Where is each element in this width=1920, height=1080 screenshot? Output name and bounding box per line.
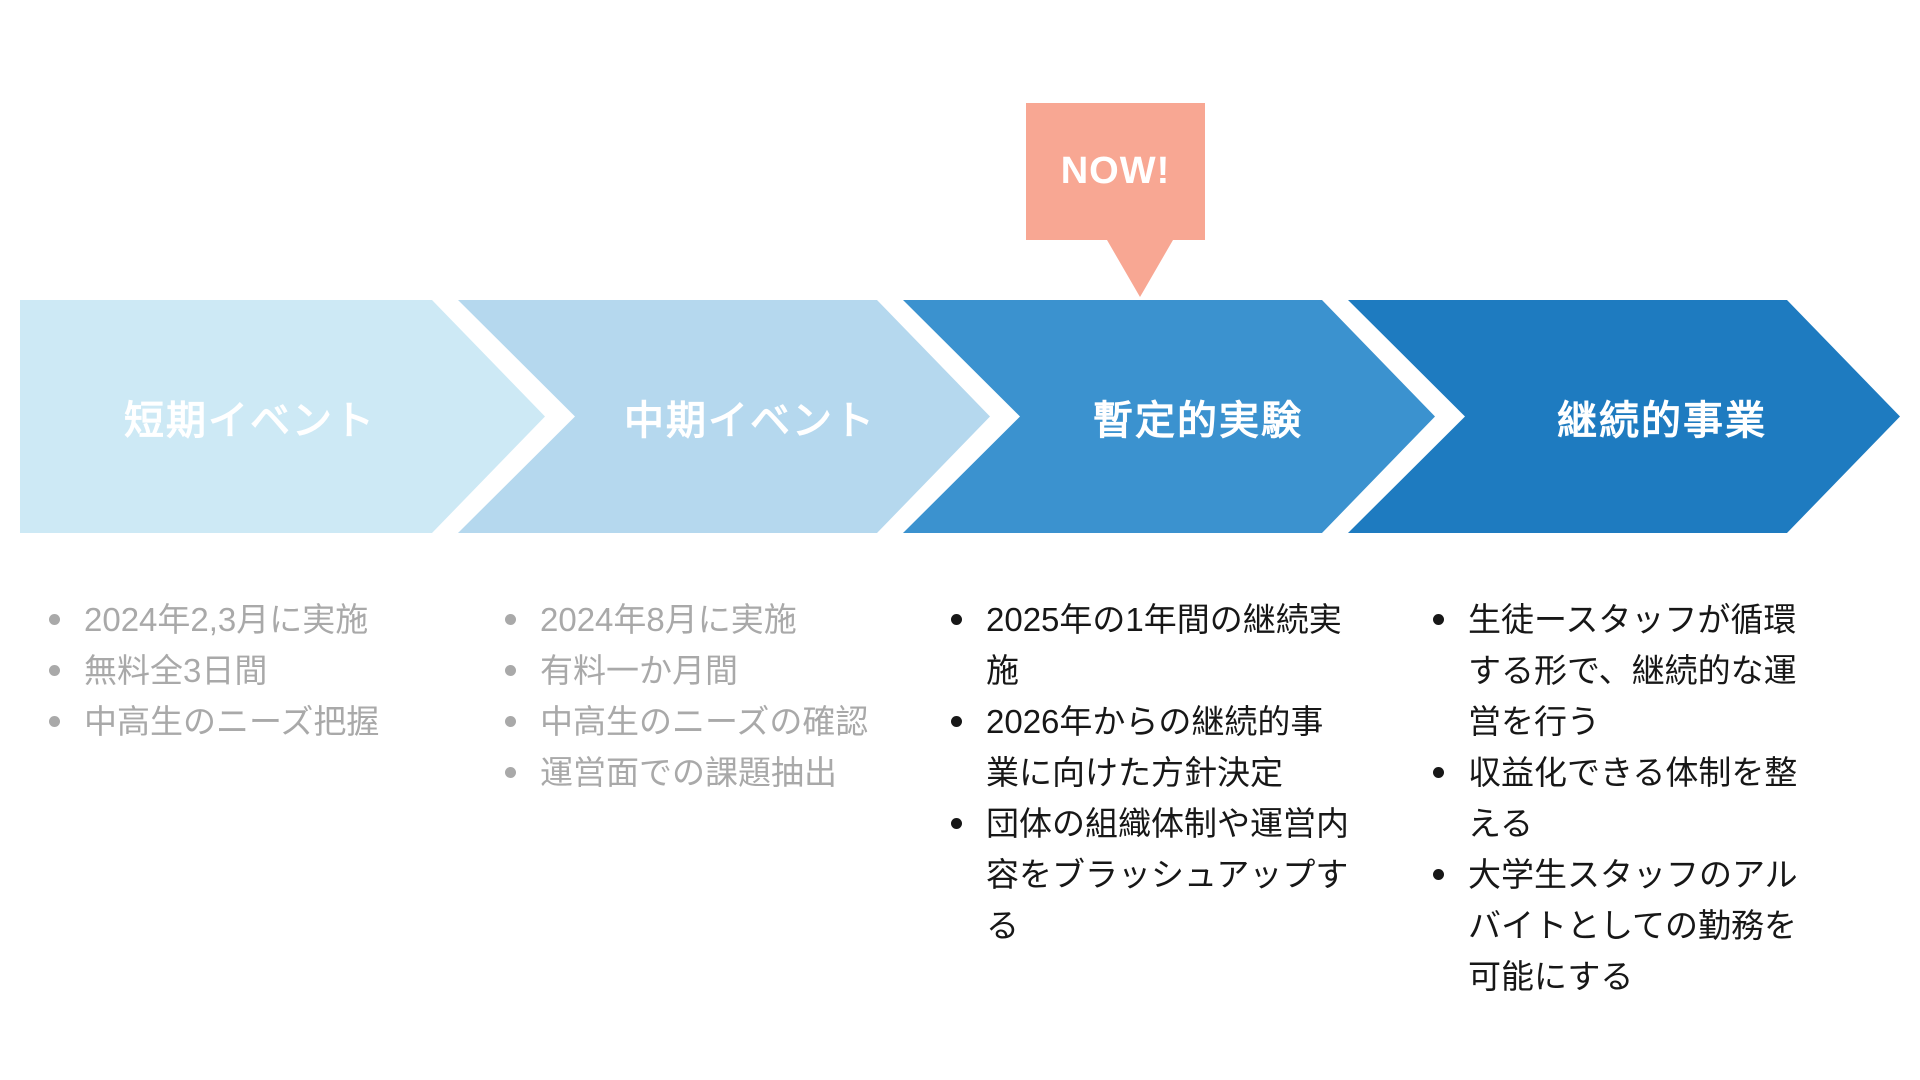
list-item: 中高生のニーズの確認 bbox=[502, 696, 878, 747]
list-item: 2024年2,3月に実施 bbox=[46, 594, 386, 645]
list-item: 有料一か月間 bbox=[502, 645, 878, 696]
list-item: 収益化できる体制を整える bbox=[1430, 747, 1806, 849]
list-item: 生徒ースタッフが循環する形で、継続的な運営を行う bbox=[1430, 594, 1806, 747]
list-item: 中高生のニーズ把握 bbox=[46, 696, 386, 747]
stage-4-bullet-list: 生徒ースタッフが循環する形で、継続的な運営を行う 収益化できる体制を整える 大学… bbox=[1430, 594, 1806, 1002]
list-item: 団体の組織体制や運営内容をブラッシュアップする bbox=[948, 798, 1352, 951]
stage-1-label: 短期イベント bbox=[124, 399, 376, 443]
list-item: 2026年からの継続的事業に向けた方針決定 bbox=[948, 696, 1352, 798]
stage-2-chevron bbox=[458, 300, 990, 533]
stage-1-chevron bbox=[20, 300, 545, 533]
list-item: 2024年8月に実施 bbox=[502, 594, 878, 645]
stage-4-chevron bbox=[1348, 300, 1900, 533]
list-item: 2025年の1年間の継続実施 bbox=[948, 594, 1352, 696]
now-callout-shape bbox=[1026, 103, 1205, 297]
stage-3-label: 暫定的実験 bbox=[1093, 399, 1303, 443]
stage-3-chevron bbox=[903, 300, 1435, 533]
now-badge-label: NOW! bbox=[1060, 150, 1171, 192]
stage-1-bullet-list: 2024年2,3月に実施 無料全3日間 中高生のニーズ把握 bbox=[46, 594, 386, 747]
list-item: 大学生スタッフのアルバイトとしての勤務を可能にする bbox=[1430, 849, 1806, 1002]
stage-3-bullet-list: 2025年の1年間の継続実施 2026年からの継続的事業に向けた方針決定 団体の… bbox=[948, 594, 1352, 951]
now-callout bbox=[1026, 103, 1205, 297]
stage-4-label: 継続的事業 bbox=[1557, 399, 1767, 443]
roadmap-arrow-band bbox=[20, 300, 1900, 533]
list-item: 無料全3日間 bbox=[46, 645, 386, 696]
stage-2-bullet-list: 2024年8月に実施 有料一か月間 中高生のニーズの確認 運営面での課題抽出 bbox=[502, 594, 878, 798]
list-item: 運営面での課題抽出 bbox=[502, 747, 878, 798]
stage-2-label: 中期イベント bbox=[624, 399, 876, 443]
